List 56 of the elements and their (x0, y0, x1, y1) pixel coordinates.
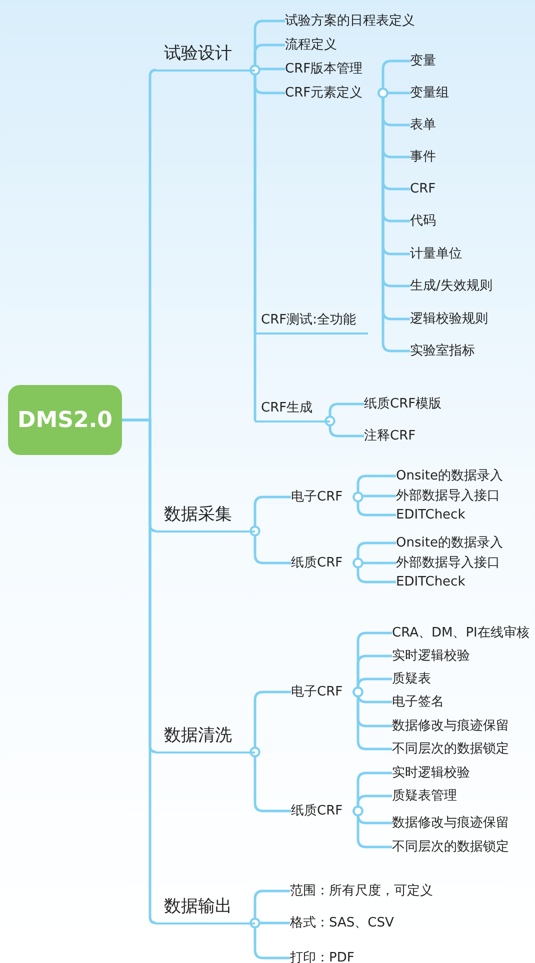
leaf-label: 外部数据导入接口 (396, 554, 500, 572)
branch-label: 数据采集 (156, 502, 255, 532)
branch-line (352, 558, 396, 584)
leaf-label: 电子签名 (392, 694, 444, 710)
leaf-label: 数据修改与痕迹保留 (392, 718, 509, 734)
leaf-label: CRF版本管理 (285, 60, 363, 78)
branch-label: 数据输出 (156, 894, 255, 924)
leaf-label: 流程定义 (285, 36, 337, 54)
branch-line (250, 526, 291, 564)
leaf-label: 打印：PDF (290, 950, 354, 963)
leaf-label: 试验方案的日程表定义 (285, 12, 415, 30)
branch-line (250, 64, 260, 422)
leaf-label: 外部数据导入接口 (396, 488, 500, 504)
leaf-label: 纸质CRF模版 (364, 396, 442, 412)
leaf-label: 范围：所有尺度，可定义 (290, 882, 433, 900)
leaf-label: 变量组 (410, 84, 449, 102)
branch-line (324, 416, 364, 438)
leaf-label: 逻辑校验规则 (410, 310, 488, 328)
leaf-label: 实时逻辑校验 (392, 648, 470, 664)
leaf-label: 质疑表 (392, 670, 431, 688)
leaf-label: 数据修改与痕迹保留 (392, 814, 509, 832)
leaf-label: 注释CRF (364, 428, 416, 444)
branch-line (352, 686, 392, 750)
leaf-label: CRF元素定义 (285, 84, 383, 102)
branch-line (352, 806, 392, 848)
leaf-label: 质疑表管理 (392, 788, 457, 804)
branch-line (250, 746, 291, 812)
leaf-label: 不同层次的数据锁定 (392, 740, 509, 758)
leaf-label: 不同层次的数据锁定 (392, 838, 509, 856)
leaf-label: 表单 (410, 116, 436, 134)
leaf-label: 实时逻辑校验 (392, 764, 470, 782)
branch-label: CRF测试:全功能 (255, 310, 368, 334)
leaf-label: Onsite的数据录入 (396, 534, 503, 552)
leaf-label: 纸质CRF (291, 802, 358, 820)
branch-label: 数据清洗 (156, 724, 255, 753)
leaf-label: 纸质CRF (291, 554, 358, 572)
leaf-label: 代码 (410, 212, 436, 230)
leaf-label: 格式：SAS、CSV (290, 914, 394, 932)
leaf-label: Onsite的数据录入 (396, 468, 503, 484)
leaf-label: 变量 (410, 52, 436, 70)
root-node: DMS2.0 (8, 385, 122, 455)
leaf-label: EDITCheck (396, 574, 466, 590)
branch-label: 试验设计 (156, 42, 255, 71)
leaf-label: 电子CRF (291, 684, 358, 700)
branch-line (250, 918, 290, 960)
branch-label: CRF生成 (255, 398, 330, 422)
leaf-label: 事件 (410, 148, 436, 166)
leaf-label: CRF (410, 180, 436, 198)
branch-line (122, 418, 158, 924)
leaf-label: 电子CRF (291, 488, 358, 506)
leaf-label: 计量单位 (410, 246, 462, 262)
leaf-label: 实验室指标 (410, 342, 475, 360)
leaf-label: CRA、DM、PI在线审核 (392, 624, 530, 642)
leaf-label: 生成/失效规则 (410, 278, 492, 294)
branch-line (352, 492, 396, 516)
leaf-label: EDITCheck (396, 506, 466, 524)
